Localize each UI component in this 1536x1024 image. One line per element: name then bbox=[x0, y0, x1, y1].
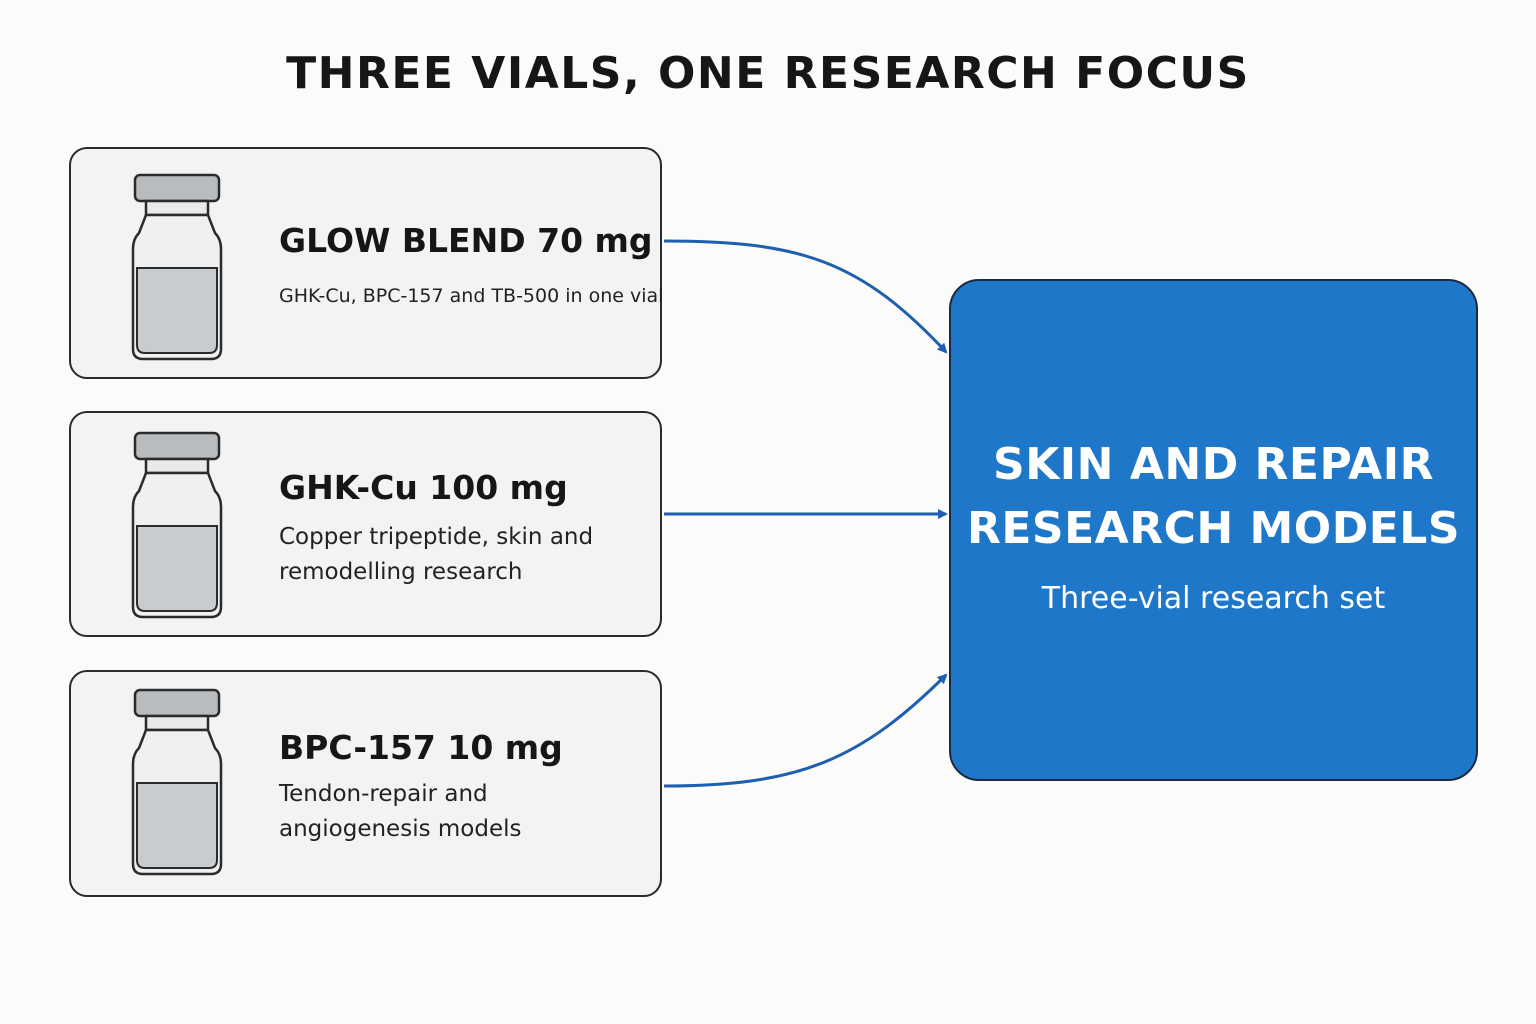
arrow-icon bbox=[663, 673, 948, 788]
vial-card-bpc-157: BPC-157 10 mg Tendon-repair and angiogen… bbox=[69, 670, 662, 897]
target-box: SKIN AND REPAIR RESEARCH MODELS Three-vi… bbox=[949, 279, 1478, 781]
vial-description: Copper tripeptide, skin and remodelling … bbox=[279, 524, 594, 585]
vial-name: GHK-Cu 100 mg bbox=[279, 468, 568, 507]
vial-name: GLOW BLEND 70 mg bbox=[279, 221, 653, 260]
target-subtitle: Three-vial research set bbox=[1041, 581, 1386, 616]
target-title: SKIN AND REPAIR RESEARCH MODELS bbox=[966, 439, 1461, 554]
vial-card-ghk-cu: GHK-Cu 100 mg Copper tripeptide, skin an… bbox=[69, 411, 662, 637]
vial-description: Tendon-repair and angiogenesis models bbox=[279, 781, 522, 842]
vial-icon bbox=[131, 173, 223, 361]
vial-description: GHK-Cu, BPC-157 and TB-500 in one vial bbox=[279, 285, 664, 307]
arrow-icon bbox=[663, 239, 948, 354]
vial-name: BPC-157 10 mg bbox=[279, 728, 563, 767]
vial-icon bbox=[131, 431, 223, 619]
vial-card-glow-blend: GLOW BLEND 70 mg GHK-Cu, BPC-157 and TB-… bbox=[69, 147, 663, 379]
vial-icon bbox=[131, 688, 223, 876]
diagram-title: THREE VIALS, ONE RESEARCH FOCUS bbox=[286, 48, 1250, 99]
